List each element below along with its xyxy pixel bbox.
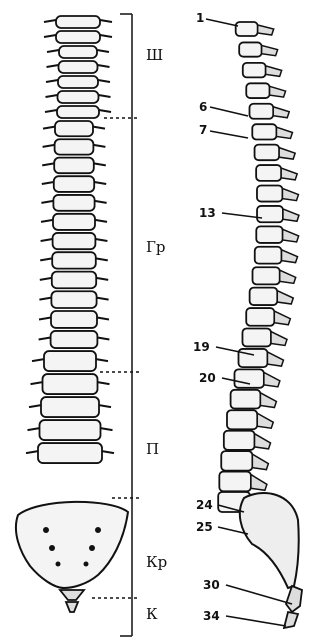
- vertebra-side: [257, 206, 299, 222]
- vertebra-side: [227, 410, 273, 429]
- vertebra-number-34: 34: [203, 609, 220, 623]
- vertebra-front: [40, 252, 108, 268]
- vertebra-side: [239, 42, 277, 56]
- vertebra-number-20: 20: [199, 371, 216, 385]
- vertebra-front: [39, 311, 109, 328]
- vertebra-number-19: 19: [193, 340, 210, 354]
- vertebra-number-13: 13: [199, 206, 216, 220]
- vertebra-side: [252, 124, 292, 139]
- vertebra-front: [28, 420, 113, 440]
- vertebra-side: [221, 451, 268, 470]
- vertebra-side: [249, 104, 289, 119]
- vertebra-number-7: 7: [199, 123, 207, 137]
- vertebra-front: [46, 76, 110, 88]
- vertebra-side: [257, 185, 298, 201]
- vertebra-number-24: 24: [196, 498, 213, 512]
- vertebra-side: [231, 390, 277, 409]
- vertebra-front: [29, 397, 111, 417]
- vertebra-front: [44, 31, 112, 43]
- vertebra-side: [236, 22, 274, 36]
- vertebra-number-25: 25: [196, 520, 213, 534]
- vertebra-side: [234, 369, 279, 387]
- vertebra-front: [39, 331, 110, 348]
- vertebra-number-6: 6: [199, 100, 207, 114]
- vertebra-front: [32, 351, 108, 371]
- region-label-cervical: Ш: [146, 46, 163, 64]
- vertebra-front: [26, 443, 114, 463]
- vertebra-front: [47, 61, 110, 73]
- region-label-lumbar: П: [146, 440, 159, 458]
- region-label-thoracic: Гр: [146, 238, 166, 256]
- vertebra-side: [256, 226, 298, 243]
- sacrum-front: [16, 502, 128, 612]
- vertebra-front: [42, 158, 106, 174]
- vertebra-side: [242, 329, 287, 347]
- region-label-sacral: Кр: [146, 553, 167, 571]
- vertebra-number-1: 1: [196, 11, 204, 25]
- vertebra-front: [43, 121, 105, 136]
- vertebra-front: [46, 91, 111, 103]
- vertebra-side: [256, 165, 297, 181]
- vertebra-front: [47, 46, 109, 58]
- vertebra-side: [219, 472, 267, 492]
- vertebra-front: [39, 291, 108, 308]
- vertebra-side: [253, 267, 296, 284]
- vertebra-front: [41, 214, 107, 230]
- region-label-coccygeal: К: [146, 605, 158, 623]
- vertebra-front: [42, 176, 106, 192]
- vertebra-side: [250, 288, 294, 305]
- vertebra-front: [45, 106, 111, 118]
- spine-side-view: [218, 22, 299, 512]
- vertebra-side: [246, 308, 290, 326]
- sacrum-side: [240, 493, 302, 628]
- vertebra-side: [255, 247, 298, 264]
- spine-front-view: [26, 16, 114, 463]
- vertebra-front: [31, 374, 110, 394]
- vertebra-front: [41, 195, 106, 211]
- vertebra-side: [238, 349, 283, 367]
- vertebra-front: [40, 272, 108, 289]
- vertebra-front: [41, 233, 108, 249]
- vertebra-front: [44, 16, 112, 28]
- vertebra-side: [246, 83, 285, 98]
- vertebra-side: [255, 145, 296, 161]
- vertebra-front: [43, 139, 106, 154]
- vertebra-side: [243, 63, 282, 78]
- vertebra-number-30: 30: [203, 578, 220, 592]
- vertebra-side: [224, 431, 271, 450]
